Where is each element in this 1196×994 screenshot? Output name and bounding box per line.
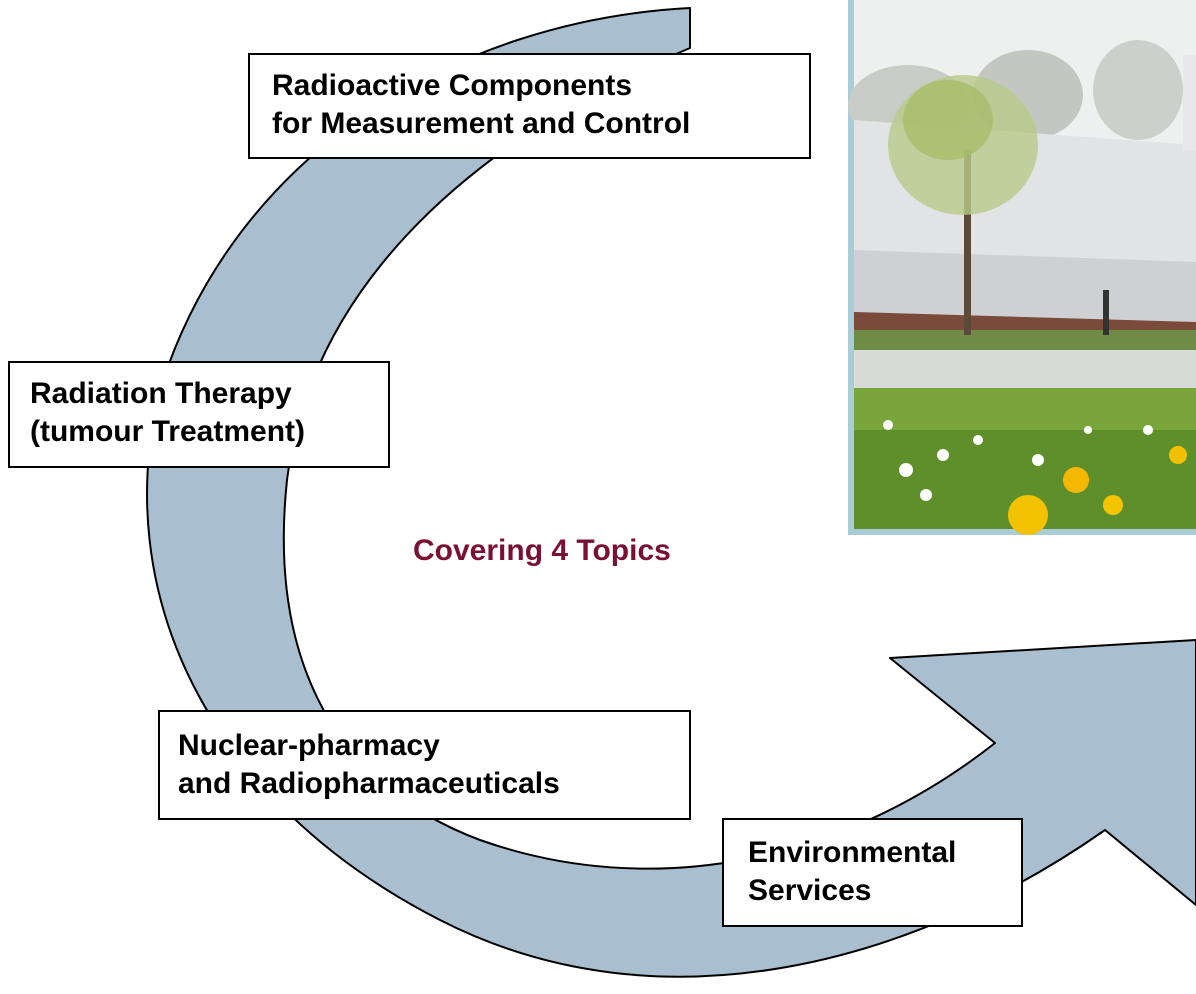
photo-dandelion xyxy=(1063,467,1089,493)
topic-label-line1: Radioactive Components xyxy=(272,69,633,102)
photo-daisy xyxy=(1143,425,1153,435)
topic-box-environmental-services: Environmental Services xyxy=(722,818,1023,927)
photo-dandelion xyxy=(1008,495,1048,535)
photo-building-shade xyxy=(854,250,1196,322)
photo-tree-trunk xyxy=(964,150,971,335)
photo-daisy xyxy=(899,463,913,477)
topic-label-line1: Radiation Therapy xyxy=(30,377,292,410)
topic-label-line1: Environmental xyxy=(748,836,957,869)
photo-tree-crown xyxy=(903,80,993,160)
topic-box-radioactive-components: Radioactive Components for Measurement a… xyxy=(248,53,811,159)
photo-post xyxy=(1103,290,1109,335)
topic-label-line1: Nuclear-pharmacy xyxy=(178,729,440,762)
photo-daisy xyxy=(937,449,949,461)
topic-box-radiation-therapy: Radiation Therapy (tumour Treatment) xyxy=(8,361,390,468)
photo-daisy xyxy=(883,420,893,430)
topic-label-line2: and Radiopharmaceuticals xyxy=(178,767,560,800)
center-title: Covering 4 Topics xyxy=(413,534,671,567)
topic-label-line2: Services xyxy=(748,874,872,907)
photo-daisy xyxy=(973,435,983,445)
topic-label-line2: (tumour Treatment) xyxy=(30,415,306,448)
photo-road xyxy=(854,350,1196,388)
photo-daisy xyxy=(1084,426,1092,434)
photo-chimney xyxy=(1183,55,1196,150)
topic-label-line2: for Measurement and Control xyxy=(272,107,691,140)
photo-hedge xyxy=(854,330,1196,350)
photo-background-tree xyxy=(1093,40,1183,140)
building-photo xyxy=(848,0,1196,535)
photo-daisy xyxy=(1032,454,1044,466)
photo-dandelion xyxy=(1169,446,1187,464)
photo-daisy xyxy=(920,489,932,501)
topic-box-nuclear-pharmacy: Nuclear-pharmacy and Radiopharmaceutical… xyxy=(158,710,691,820)
photo-dandelion xyxy=(1103,495,1123,515)
